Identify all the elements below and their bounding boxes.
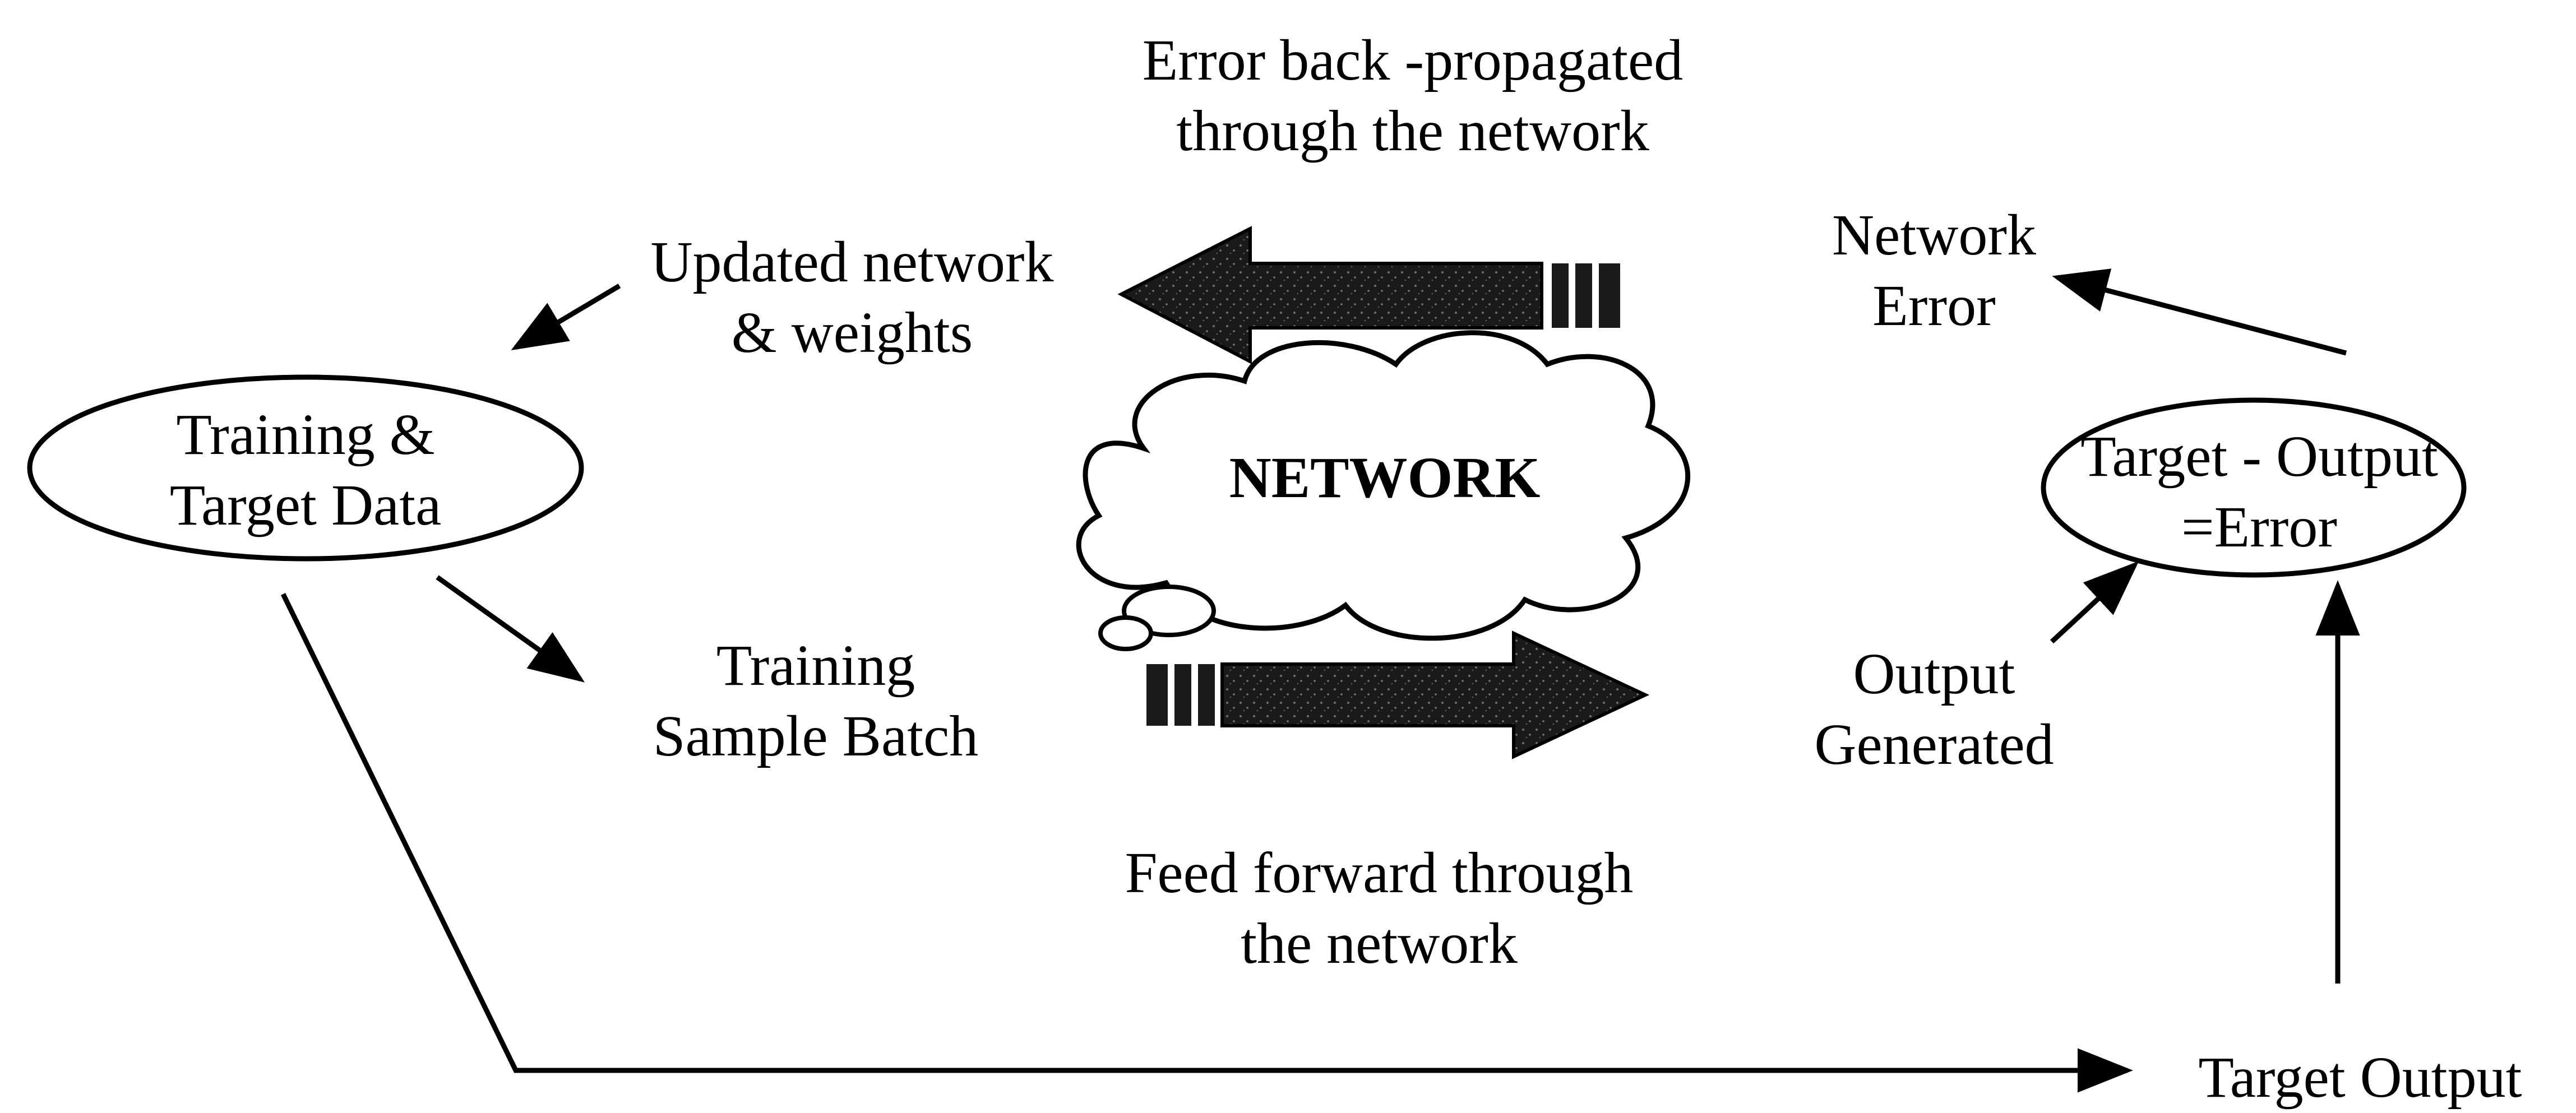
arrow-updated-to-training: [511, 284, 621, 351]
target-minus-output-line2: =Error: [2181, 495, 2338, 559]
arrow-data-to-target-output: [280, 593, 2133, 1093]
arrow-output-to-error: [2050, 561, 2139, 644]
network-cloud: [1076, 330, 1691, 641]
target-output-label: Target Output: [2164, 1042, 2556, 1113]
network-cloud-label: NETWORK: [1166, 443, 1603, 513]
error-backprop-line1: Error back -propagated: [1142, 28, 1684, 92]
arrow-error-to-network-error: [2052, 268, 2347, 356]
training-target-data-label: Training & Target Data: [78, 400, 533, 541]
output-generated-label: Output Generated: [1766, 639, 2102, 780]
network-error-line2: Error: [1872, 273, 1996, 338]
output-generated-line1: Output: [1853, 642, 2015, 706]
training-target-data-ellipse: [27, 374, 584, 562]
training-target-data-line1: Training &: [176, 402, 435, 467]
cloud-bubble-small: [1098, 615, 1153, 651]
feed-forward-line2: the network: [1241, 911, 1518, 976]
feed-forward-label: Feed forward through the network: [1048, 838, 1710, 979]
network-cloud-text: NETWORK: [1229, 446, 1541, 510]
target-output-error-ellipse: [2041, 397, 2467, 578]
arrow-training-to-batch: [436, 575, 585, 683]
feedforward-arrow: [1146, 630, 1650, 759]
error-backprop-line2: through the network: [1176, 99, 1649, 163]
training-sample-batch-label: Training Sample Batch: [605, 630, 1026, 772]
updated-network-line1: Updated network: [650, 230, 1054, 294]
output-generated-line2: Generated: [1814, 712, 2054, 777]
feed-forward-line1: Feed forward through: [1125, 841, 1634, 905]
target-minus-output-line1: Target - Output: [2080, 424, 2438, 489]
updated-network-line2: & weights: [731, 300, 973, 365]
training-sample-batch-line1: Training: [716, 633, 915, 698]
target-output-text: Target Output: [2198, 1045, 2522, 1110]
target-minus-output-label: Target - Output =Error: [2069, 421, 2450, 563]
training-sample-batch-line2: Sample Batch: [653, 704, 979, 768]
updated-network-label: Updated network & weights: [605, 227, 1099, 368]
network-error-label: Network Error: [1749, 200, 2119, 341]
training-target-data-line2: Target Data: [169, 473, 442, 537]
backprop-arrow: [1117, 226, 1620, 364]
network-error-line1: Network: [1832, 203, 2036, 267]
error-backprop-label: Error back -propagated through the netwo…: [1054, 25, 1772, 166]
